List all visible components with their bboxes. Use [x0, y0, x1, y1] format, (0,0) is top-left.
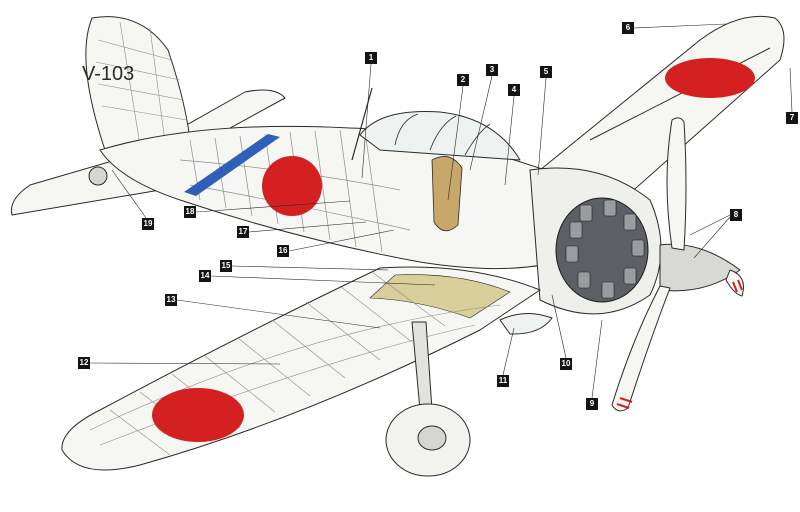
callout-16: 16 — [277, 245, 289, 257]
callout-18: 18 — [184, 206, 196, 218]
propeller-spinner — [659, 243, 741, 292]
prop-tip-stripes — [616, 279, 743, 409]
callout-7: 7 — [786, 112, 798, 124]
callout-1: 1 — [365, 52, 377, 64]
callout-9: 9 — [586, 398, 598, 410]
fuselage-blue-band — [184, 134, 280, 196]
fuselage-code: V-103 — [82, 63, 134, 85]
callout-10: 10 — [560, 358, 572, 370]
callout-15: 15 — [220, 260, 232, 272]
callout-11: 11 — [497, 375, 509, 387]
callout-8: 8 — [730, 209, 742, 221]
callout-4: 4 — [508, 84, 520, 96]
landing-gear-hub — [417, 425, 447, 451]
callout-13: 13 — [165, 294, 177, 306]
propeller-blade-lower — [611, 285, 671, 412]
drop-tank — [499, 313, 553, 335]
fin-ribs — [95, 21, 188, 146]
radio-mast — [351, 87, 373, 161]
upper-wing-hinomaru — [665, 58, 755, 98]
callout-6: 6 — [622, 22, 634, 34]
propeller-blade-side — [725, 269, 744, 297]
lower-wing-hinomaru — [152, 388, 244, 442]
callout-5: 5 — [540, 66, 552, 78]
propeller-blade-upper — [666, 117, 687, 251]
callout-2: 2 — [457, 74, 469, 86]
wing-root-panel — [369, 274, 511, 319]
cockpit-seat — [431, 156, 463, 232]
tail-wheel — [88, 166, 108, 186]
callout-19: 19 — [142, 218, 154, 230]
callout-14: 14 — [199, 270, 211, 282]
engine-cylinders — [565, 199, 645, 299]
leader-lines — [89, 23, 793, 399]
vertical-fin — [85, 16, 191, 151]
callout-17: 17 — [237, 226, 249, 238]
callout-3: 3 — [486, 64, 498, 76]
fuselage-hinomaru — [262, 156, 322, 216]
canopy — [359, 111, 521, 161]
callout-12: 12 — [78, 357, 90, 369]
